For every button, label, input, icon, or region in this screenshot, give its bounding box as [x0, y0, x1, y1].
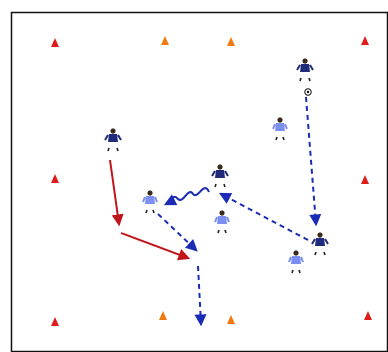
cone-icon: [227, 315, 235, 324]
cone-icon: [159, 311, 167, 320]
pass-arrow: [305, 96, 322, 227]
cone-icon: [51, 317, 59, 326]
cone-icon: [364, 311, 372, 320]
cone-icon: [227, 37, 235, 46]
pass-arrow: [218, 192, 309, 241]
soccer-ball-icon: [304, 88, 312, 96]
cone-icon: [51, 38, 59, 47]
run-arrow: [109, 159, 124, 227]
cone-icon: [361, 175, 369, 184]
cone-group: [51, 36, 372, 326]
field-boundary: [10, 11, 388, 352]
pass-arrow: [194, 265, 207, 327]
dribble-arrow: [163, 187, 210, 206]
cone-icon: [51, 174, 59, 183]
cone-icon: [161, 36, 169, 45]
run-arrow: [120, 232, 191, 261]
cone-icon: [361, 36, 369, 45]
arrows: [109, 96, 322, 327]
